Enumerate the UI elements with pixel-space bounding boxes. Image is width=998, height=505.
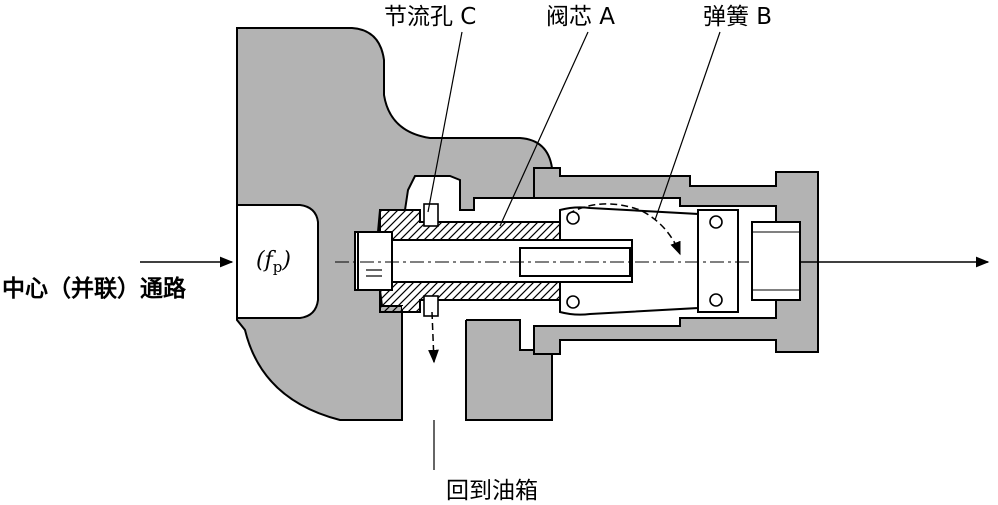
center-bore — [236, 204, 319, 319]
leader-spring — [654, 31, 721, 221]
return-flow-arrow — [428, 311, 439, 364]
leader-spool — [499, 31, 589, 227]
leader-throttle-hole — [427, 31, 463, 213]
return-passage — [402, 306, 466, 420]
end-plug — [751, 221, 801, 301]
spring-seat — [697, 209, 739, 313]
label-flow-fp: (fp) — [256, 248, 291, 276]
spring-housing — [533, 167, 819, 355]
label-spring-b: 弹簧 B — [703, 4, 773, 30]
label-return-to-tank: 回到油箱 — [446, 478, 538, 504]
label-center-passage: 中心（并联）通路 — [2, 276, 186, 302]
chamber-flow-arrow — [567, 203, 681, 256]
throttle-hole-c — [423, 203, 439, 227]
label-throttle-hole-c: 节流孔 C — [384, 4, 477, 30]
label-spool-a: 阀芯 A — [546, 4, 616, 30]
